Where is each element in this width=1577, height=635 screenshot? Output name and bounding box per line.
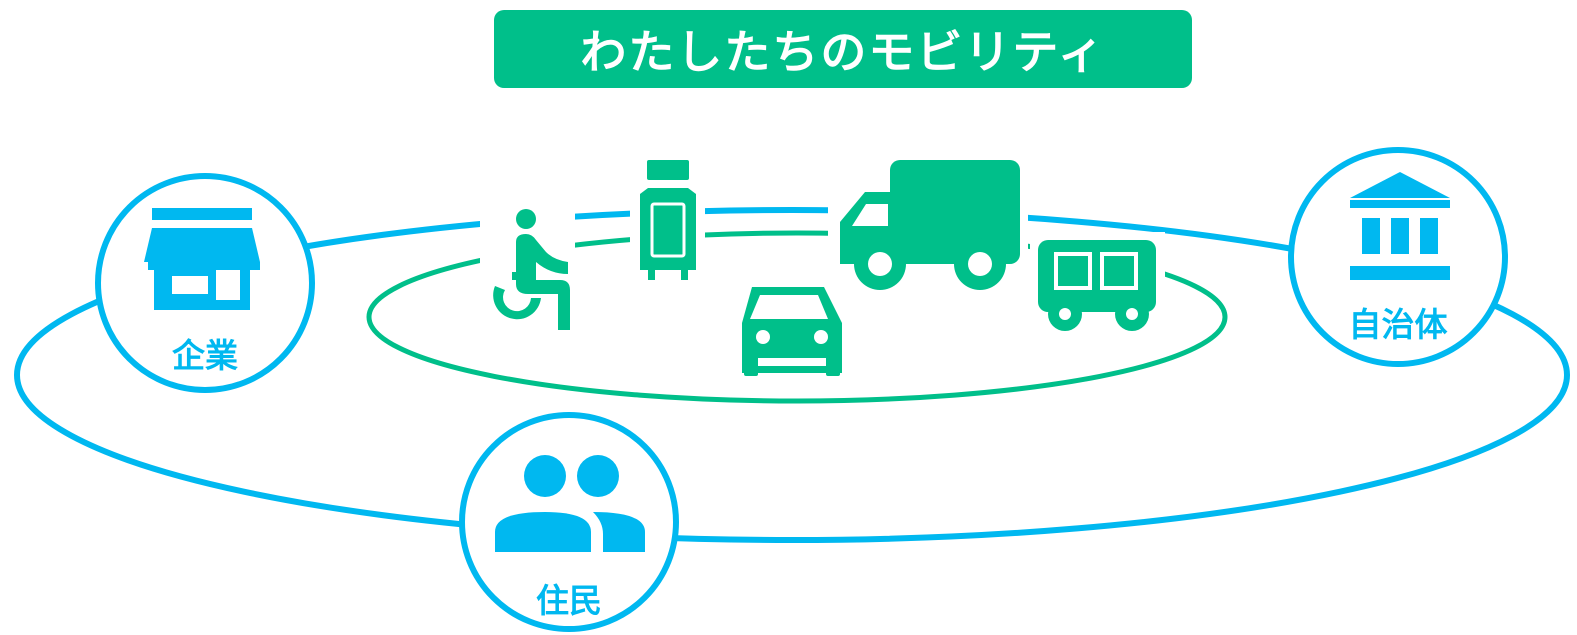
cart-kickboard-icon [630, 155, 705, 285]
car-icon [735, 280, 850, 380]
node-residents: 住民 [459, 412, 679, 632]
government-building-icon [1350, 172, 1450, 280]
storefront-icon [144, 208, 260, 310]
node-company: 企業 [95, 173, 315, 393]
truck-icon [828, 150, 1028, 295]
node-label-residents: 住民 [536, 581, 602, 620]
title-banner: わたしたちのモビリティ [494, 10, 1192, 88]
node-label-company: 企業 [172, 336, 238, 375]
node-municipality: 自治体 [1288, 147, 1508, 367]
residents-icon [495, 455, 645, 552]
outer-ring [14, 207, 1570, 543]
node-label-municipality: 自治体 [1349, 305, 1448, 344]
bus-icon [1030, 232, 1165, 337]
inner-ring [366, 230, 1228, 404]
wheelchair-icon [480, 200, 575, 335]
page-title: わたしたちのモビリティ [580, 25, 1106, 79]
